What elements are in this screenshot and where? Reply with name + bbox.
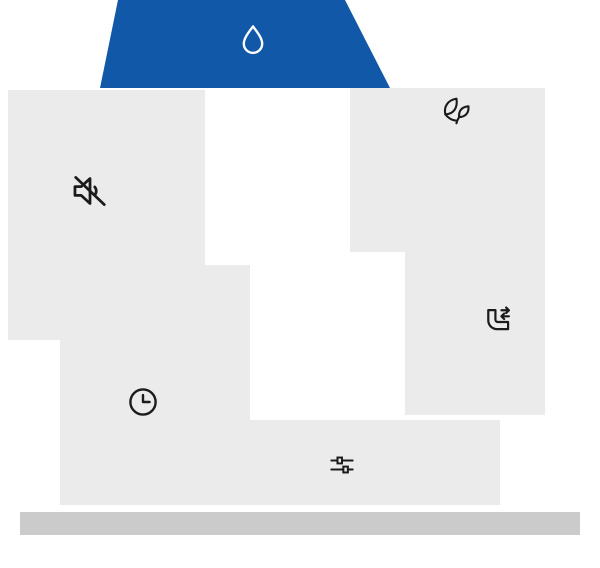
clock-icon (129, 388, 157, 416)
water-drop-icon (242, 25, 264, 55)
tile-settings (205, 420, 500, 505)
water-drop-button[interactable] (234, 22, 272, 60)
tile-eco (350, 88, 545, 252)
mute-speaker-icon (73, 176, 106, 206)
sliders-icon (330, 456, 354, 474)
footer-bar (20, 512, 580, 535)
pipe-swap-arrows-icon (487, 306, 510, 331)
eco-button[interactable] (438, 94, 474, 130)
delay-timer-button[interactable] (125, 384, 161, 420)
tile-water-supply (405, 252, 545, 415)
mute-button[interactable] (68, 169, 112, 213)
header-banner (100, 0, 390, 88)
water-supply-button[interactable] (478, 303, 516, 341)
settings-button[interactable] (326, 449, 358, 481)
eco-leaves-icon (443, 97, 470, 125)
